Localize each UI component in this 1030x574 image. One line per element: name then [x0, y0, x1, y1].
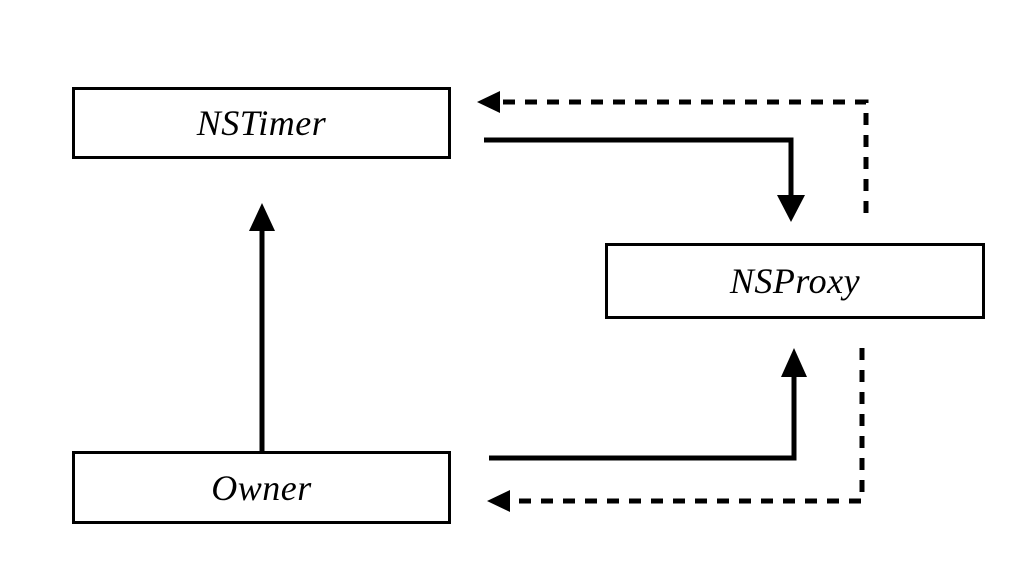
edge-nsproxy-to-nstimer-weak — [477, 91, 869, 213]
edge-nsproxy-to-owner-shaft — [506, 348, 865, 504]
edge-nstimer-to-nsproxy-arrowhead-down — [777, 195, 805, 222]
edge-nsproxy-to-nstimer-shaft — [496, 99, 869, 213]
node-nstimer-label: NSTimer — [196, 103, 327, 143]
edge-nstimer-to-nsproxy-shaft — [484, 137, 794, 203]
edge-owner-to-nsproxy-strong — [489, 348, 807, 461]
node-nstimer[interactable]: NSTimer — [72, 87, 451, 159]
node-owner-label: Owner — [211, 467, 312, 508]
edge-owner-to-nsproxy-shaft — [489, 372, 797, 461]
edge-owner-to-nsproxy-arrowhead-up — [781, 348, 807, 377]
edge-owner-to-nstimer — [249, 203, 275, 451]
edge-nsproxy-to-owner-weak — [487, 348, 865, 512]
edge-nsproxy-to-nstimer-arrowhead-left — [477, 91, 500, 113]
edge-nstimer-to-nsproxy-strong — [484, 137, 805, 222]
node-nsproxy[interactable]: NSProxy — [605, 243, 985, 319]
edge-nsproxy-to-owner-arrowhead-left — [487, 490, 510, 512]
node-owner[interactable]: Owner — [72, 451, 451, 524]
edge-owner-to-nstimer-arrowhead-up — [249, 203, 275, 231]
node-nsproxy-label: NSProxy — [729, 261, 861, 301]
